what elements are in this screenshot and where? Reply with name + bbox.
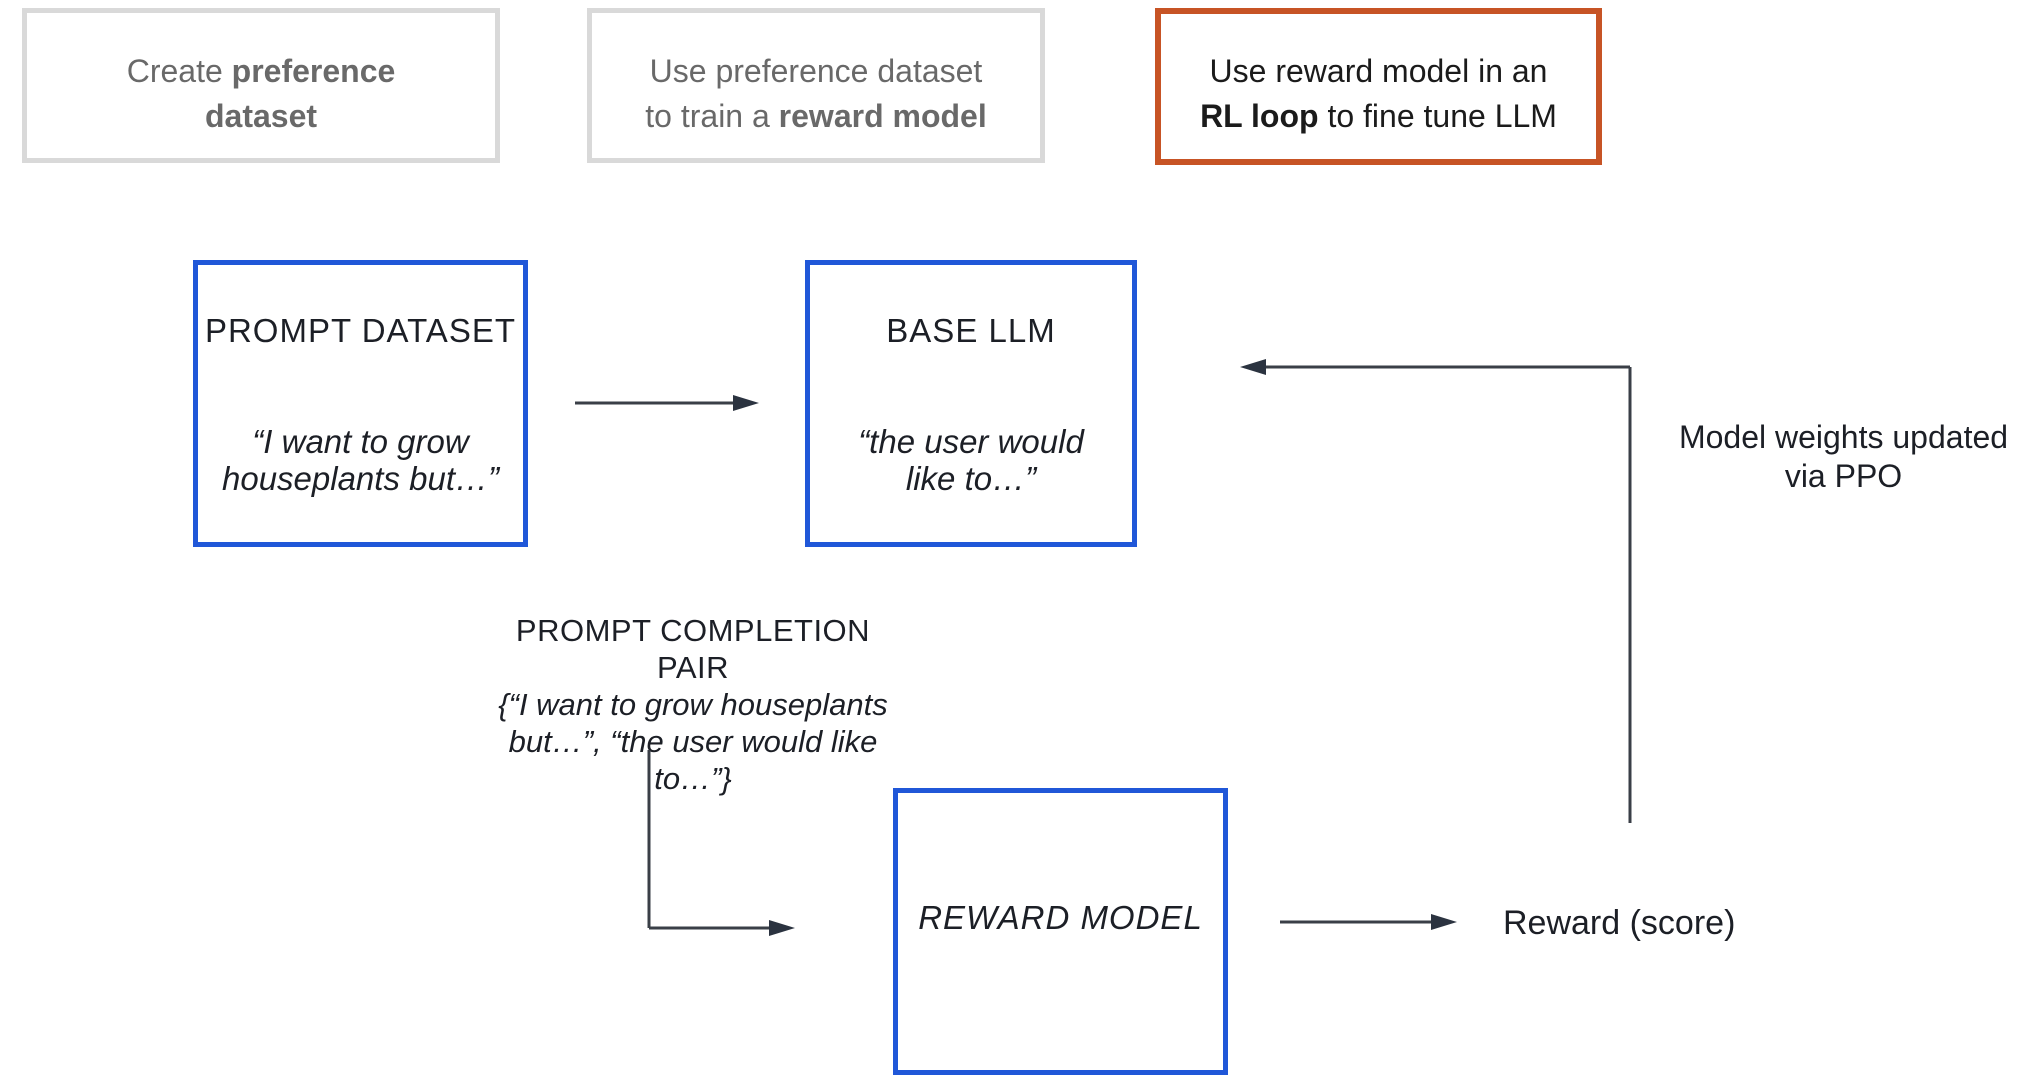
base-llm-title: BASE LLM xyxy=(886,312,1056,349)
arrow-prompt-dataset-to-base-llm xyxy=(575,395,759,411)
arrowhead-right-icon xyxy=(733,395,759,411)
step-box-create-preference-dataset: Create preference dataset xyxy=(22,8,500,163)
prompt-dataset-box: PROMPT DATASET “I want to grow houseplan… xyxy=(193,260,528,547)
arrow-completion-pair-to-reward-model xyxy=(647,750,795,936)
step3-line1: Use reward model in an xyxy=(1209,53,1548,89)
prompt-dataset-quote: “I want to grow houseplants but…” xyxy=(221,423,499,497)
prompt-completion-pair-label: PROMPT COMPLETION PAIR {“I want to grow … xyxy=(478,612,908,797)
base-llm-box: BASE LLM “the user would like to…” xyxy=(805,260,1137,547)
step-box-train-reward-model: Use preference dataset to train a reward… xyxy=(587,8,1045,163)
arrowhead-left-icon xyxy=(1240,359,1266,375)
reward-model-title: REWARD MODEL xyxy=(918,898,1203,936)
step2-line2: to train a reward model xyxy=(645,98,987,134)
arrow-feedback-to-base-llm xyxy=(1240,359,1632,823)
reward-score-label: Reward (score) xyxy=(1503,904,1736,942)
reward-model-box: REWARD MODEL xyxy=(893,788,1228,1075)
model-weights-ppo-label: Model weights updated via PPO xyxy=(1678,419,2009,494)
arrow-reward-model-to-reward-score xyxy=(1280,914,1457,930)
step-box-rl-loop-fine-tune: Use reward model in an RL loop to fine t… xyxy=(1155,8,1602,165)
arrowhead-right-icon xyxy=(769,920,795,936)
step2-line1: Use preference dataset xyxy=(649,53,983,89)
arrowhead-right-icon xyxy=(1431,914,1457,930)
prompt-dataset-title: PROMPT DATASET xyxy=(204,312,517,349)
step3-line2: RL loop to fine tune LLM xyxy=(1200,98,1557,134)
pair-title: PROMPT COMPLETION PAIR xyxy=(515,613,871,685)
step1-line2: dataset xyxy=(204,98,318,134)
step1-line1: Create preference xyxy=(126,53,396,89)
base-llm-quote: “the user would like to…” xyxy=(858,423,1084,497)
